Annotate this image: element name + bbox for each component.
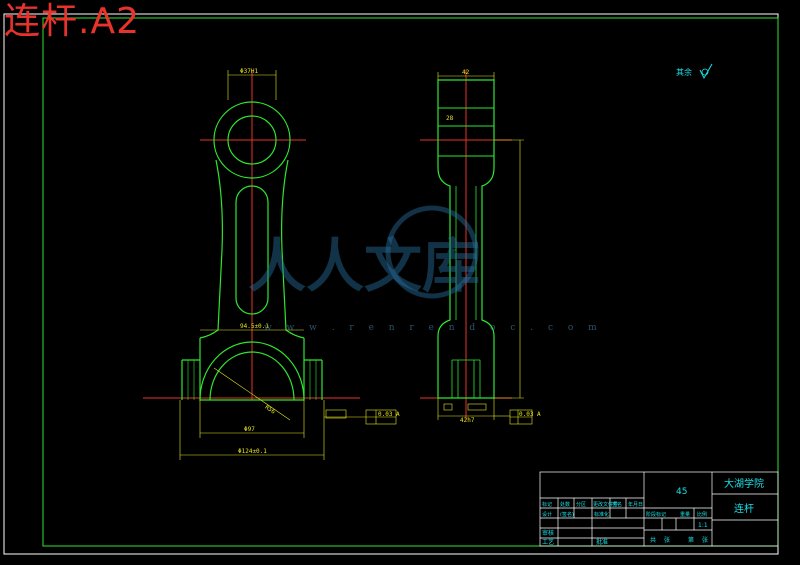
svg-text:签名: 签名 <box>612 501 622 508</box>
svg-text:(签名): (签名) <box>560 511 574 518</box>
svg-text:重量: 重量 <box>680 511 690 518</box>
svg-text:人人文库: 人人文库 <box>248 232 480 300</box>
svg-text:标准化: 标准化 <box>594 511 609 518</box>
svg-text:Φ37H1: Φ37H1 <box>240 68 258 75</box>
title-block-text: 45 大湖学院 连杆 1:1 标记 处数 分区 更改文件号 签名 年月日 设计 … <box>542 477 764 546</box>
watermark: 人人文库 w w w . r e n r e n d o c . c o m <box>248 205 603 333</box>
svg-text:第: 第 <box>688 536 694 544</box>
svg-text:审核: 审核 <box>542 529 554 537</box>
svg-text:28: 28 <box>446 115 454 122</box>
svg-text:其余: 其余 <box>676 67 692 77</box>
svg-text:批准: 批准 <box>596 538 608 546</box>
svg-text:0.03 A: 0.03 A <box>378 411 400 418</box>
svg-text:比例: 比例 <box>697 511 707 518</box>
svg-text:共: 共 <box>650 536 656 544</box>
front-view: Φ37H1 94.5±0.1 R56 Φ97 Φ124±0.1 0.03 A <box>143 68 400 460</box>
svg-text:45: 45 <box>676 487 687 497</box>
svg-text:R56: R56 <box>264 404 277 416</box>
svg-text:w w w . r e n r e n d o c . c: w w w . r e n r e n d o c . c o m <box>264 323 603 333</box>
svg-text:0.03 A: 0.03 A <box>519 411 541 418</box>
title-block <box>539 471 779 547</box>
svg-text:大湖学院: 大湖学院 <box>724 477 764 490</box>
roughness-note: 其余 <box>676 63 713 80</box>
side-view: 42 28 42h7 0.03 A <box>420 69 541 425</box>
svg-text:标记: 标记 <box>542 501 552 508</box>
svg-text:连杆: 连杆 <box>734 502 754 515</box>
svg-text:处数: 处数 <box>560 501 570 508</box>
svg-text:Φ97: Φ97 <box>244 426 255 433</box>
svg-text:42: 42 <box>462 69 470 76</box>
svg-text:1:1: 1:1 <box>698 522 708 529</box>
drawing-title: 连杆.A2 <box>4 1 140 42</box>
svg-text:张: 张 <box>664 536 670 544</box>
svg-text:设计: 设计 <box>542 511 552 518</box>
svg-text:42h7: 42h7 <box>460 417 475 424</box>
svg-text:阶段标记: 阶段标记 <box>646 511 666 518</box>
svg-text:Φ124±0.1: Φ124±0.1 <box>238 448 267 455</box>
svg-text:年月日: 年月日 <box>628 501 643 508</box>
svg-text:工艺: 工艺 <box>542 538 554 546</box>
svg-text:张: 张 <box>702 536 708 544</box>
inner-frame <box>42 17 779 547</box>
svg-text:94.5±0.1: 94.5±0.1 <box>240 323 269 330</box>
svg-text:更改文件号: 更改文件号 <box>593 501 618 508</box>
svg-text:分区: 分区 <box>576 501 586 508</box>
